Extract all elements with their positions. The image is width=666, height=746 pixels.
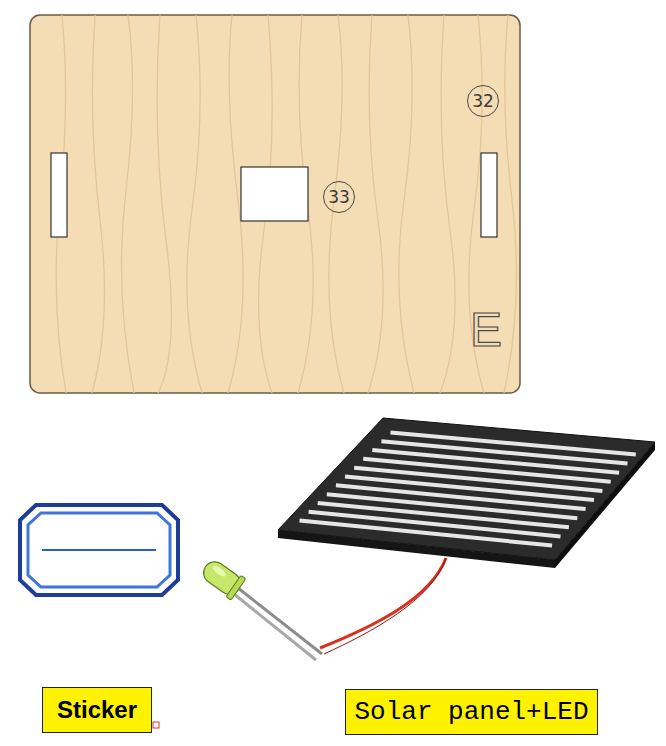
part-name: Solar panel+LED — [354, 697, 588, 727]
callout-number: 32 — [467, 85, 499, 117]
slot — [481, 153, 497, 237]
led-with-wire — [198, 556, 446, 660]
callout-number: 33 — [328, 187, 350, 207]
slot — [51, 153, 67, 237]
callout-number: 33 — [323, 181, 355, 213]
hole — [241, 167, 308, 221]
part-label: Sticker — [42, 687, 152, 733]
part-name: Sticker — [57, 696, 137, 724]
marker — [153, 722, 159, 728]
sticker-illustration — [12, 500, 186, 600]
part-letter: E — [470, 302, 502, 357]
part-label: Solar panel+LED — [345, 689, 598, 735]
wood-grain — [56, 15, 516, 393]
solar-panel — [278, 418, 655, 568]
callout-number: 32 — [472, 91, 494, 111]
wood-board — [30, 15, 520, 393]
